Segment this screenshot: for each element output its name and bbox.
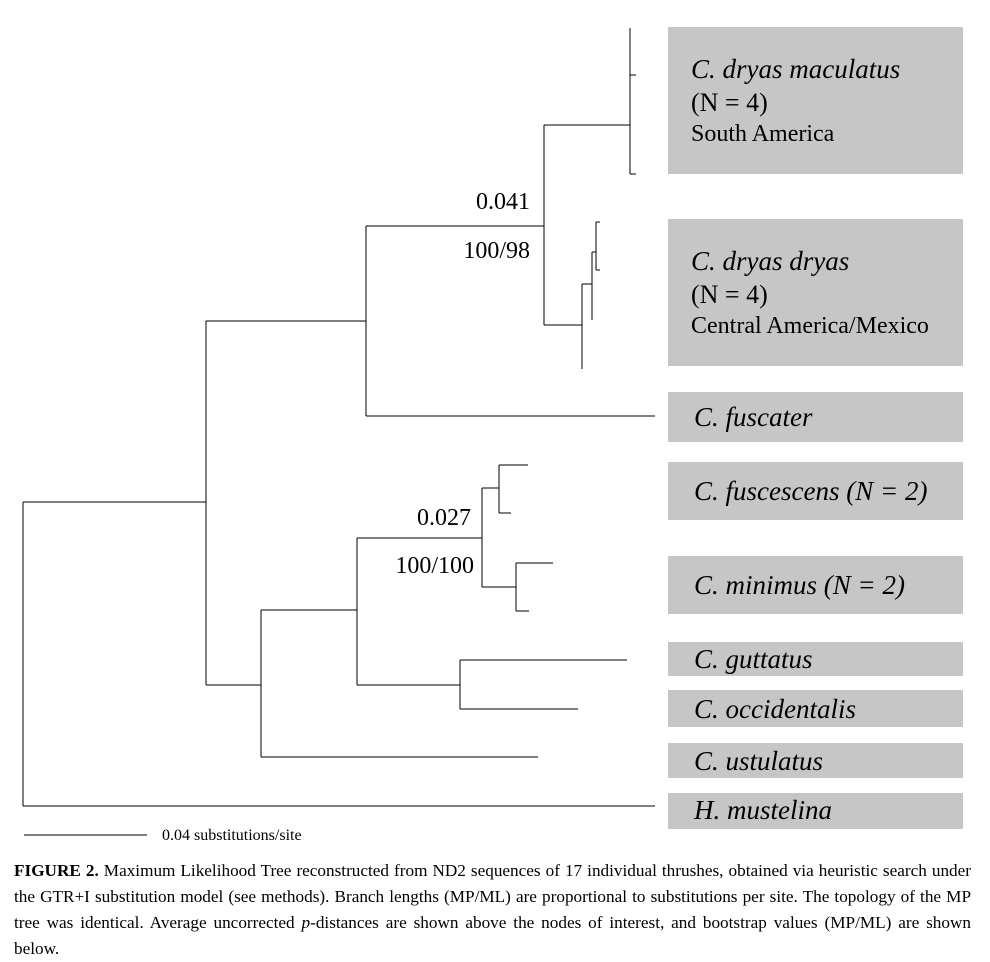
taxon-name: C. minimus (N = 2) <box>694 570 905 600</box>
node-label-fm-bootstrap: 100/100 <box>395 553 474 579</box>
node-label-dryas-bootstrap: 100/98 <box>463 238 530 264</box>
taxon-boxes <box>668 27 963 829</box>
scale-bar-label: 0.04 substitutions/site <box>162 827 302 844</box>
figure-caption: FIGURE 2. Maximum Likelihood Tree recons… <box>14 858 971 962</box>
taxon-sample-size: (N = 4) <box>691 280 768 309</box>
taxon-name: C. fuscescens (N = 2) <box>694 476 927 506</box>
taxon-name: C. occidentalis <box>694 694 856 724</box>
taxon-name: C. guttatus <box>694 644 813 674</box>
taxon-name: H. mustelina <box>693 795 832 825</box>
caption-text-end: -distances are shown above the nodes of … <box>14 913 972 958</box>
branch-root <box>22 501 655 807</box>
taxon-name: C. ustulatus <box>694 746 823 776</box>
branch-ingroup <box>205 320 366 686</box>
taxon-name: C. fuscater <box>694 402 813 432</box>
taxon-labels: C. dryas maculatus (N = 4) South America… <box>691 54 929 825</box>
branch-fuscescens-minimus <box>481 487 516 588</box>
taxon-name: C. dryas dryas <box>691 246 849 276</box>
taxon-box-fuscater <box>668 392 963 442</box>
taxon-region: South America <box>691 121 835 147</box>
taxon-name: C. dryas maculatus <box>691 54 900 84</box>
taxon-region: Central America/Mexico <box>691 313 929 339</box>
taxon-box-occidentalis <box>668 690 963 727</box>
taxon-box-fuscescens <box>668 462 963 520</box>
branch-guttatus-occidentalis <box>459 659 627 710</box>
taxon-box-ustulatus <box>668 743 963 778</box>
branch-minimus <box>515 562 553 612</box>
node-label-dryas-distance: 0.041 <box>476 189 530 215</box>
taxon-box-dryas-maculatus <box>668 27 963 174</box>
caption-p-symbol: p <box>301 913 311 932</box>
branch-catharus-core <box>356 537 482 686</box>
branch-dryas-fuscater <box>365 225 655 417</box>
branch-dryas-dryas <box>581 221 600 369</box>
taxon-box-guttatus <box>668 642 963 676</box>
taxon-sample-size: (N = 4) <box>691 88 768 117</box>
tree-branches <box>22 28 655 807</box>
branch-maculatus <box>628 28 636 175</box>
taxon-box-minimus <box>668 556 963 614</box>
caption-text: Maximum Likelihood Tree reconstructed fr… <box>14 861 971 932</box>
tree-svg: 0.041 100/98 0.027 100/100 C. dryas macu… <box>22 27 963 844</box>
taxon-box-mustelina <box>668 793 963 829</box>
branch-fuscescens <box>498 464 528 514</box>
taxon-box-dryas-dryas <box>668 219 963 366</box>
caption-label: FIGURE 2. <box>14 861 99 880</box>
node-label-fm-distance: 0.027 <box>417 505 471 531</box>
phylogenetic-tree-figure: 0.041 100/98 0.027 100/100 C. dryas macu… <box>22 27 963 844</box>
branch-lower-group <box>260 609 538 758</box>
branch-dryas-node <box>543 124 630 326</box>
